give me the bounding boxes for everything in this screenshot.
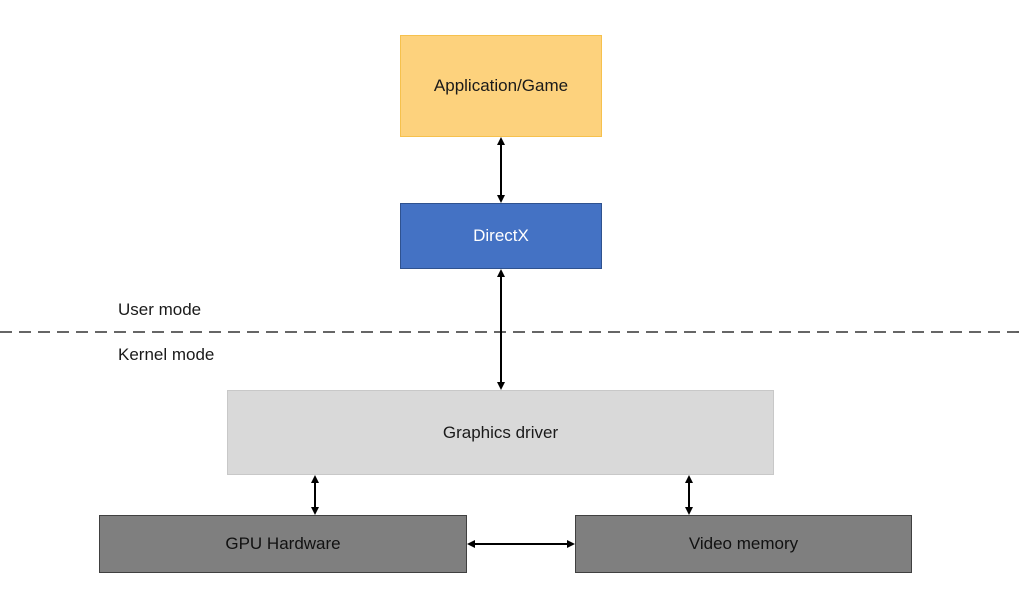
gpu-hardware-label: GPU Hardware	[225, 534, 341, 553]
application-game-box: Application/Game	[400, 35, 602, 137]
user-mode-label: User mode	[118, 300, 202, 319]
directx-label: DirectX	[473, 226, 529, 245]
kernel-mode-label: Kernel mode	[118, 345, 215, 364]
video-memory-label: Video memory	[688, 534, 799, 553]
directx-box: DirectX	[400, 203, 602, 269]
gpu-hardware-box: GPU Hardware	[99, 515, 467, 573]
graphics-driver-box: Graphics driver	[227, 390, 774, 475]
application-game-label: Application/Game	[433, 76, 569, 95]
video-memory-box: Video memory	[575, 515, 912, 573]
graphics-driver-label: Graphics driver	[442, 422, 559, 442]
